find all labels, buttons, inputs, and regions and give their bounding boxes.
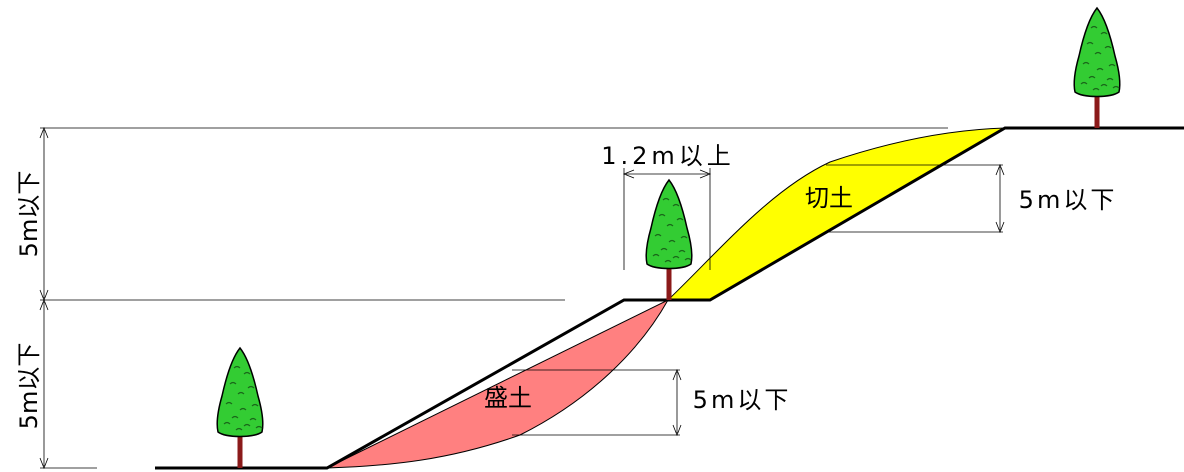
tree-foliage-mark [229, 381, 237, 385]
cut-area [666, 127, 1006, 301]
tree-foliage-mark [1088, 75, 1096, 79]
tree-foliage-mark [1104, 45, 1112, 49]
tree-foliage-mark [235, 427, 243, 431]
fill-label: 盛土 [484, 384, 532, 412]
tree-foliage-mark [662, 197, 670, 201]
tree-foliage-mark [1090, 25, 1098, 29]
tree-foliage-mark [658, 213, 666, 217]
tree-foliage-mark [1100, 83, 1108, 87]
tree-foliage-mark [1082, 61, 1090, 65]
berm-width-label: 1.2m以上 [601, 142, 735, 170]
tree-foliage-mark [664, 259, 672, 263]
cut-label: 切土 [805, 184, 853, 212]
tree-foliage-mark [255, 425, 263, 429]
tree-trunk [237, 430, 243, 468]
tree-foliage-mark [239, 407, 247, 411]
tree-foliage-mark [249, 417, 257, 421]
tree-foliage-mark [1094, 51, 1102, 55]
tree-foliage-mark [1100, 31, 1108, 35]
tree-trunk [666, 262, 672, 300]
tree-foliage-mark [1092, 87, 1100, 91]
tree-foliage-mark [1080, 81, 1088, 85]
fill-height-dimension [512, 368, 682, 437]
tree-icon-middle [645, 178, 693, 300]
cut-height-dimension [826, 163, 1005, 234]
tree-foliage-mark [251, 403, 259, 407]
tree-foliage-mark [666, 223, 674, 227]
tree-foliage-mark [660, 247, 668, 251]
fill-height-label: 5m以下 [693, 386, 792, 414]
tree-foliage-mark [225, 401, 233, 405]
tree-foliage-mark [231, 415, 239, 419]
tree-foliage-mark [243, 371, 251, 375]
cut-height-label: 5m以下 [1019, 186, 1118, 214]
tree-foliage-mark [684, 257, 692, 261]
tree-foliage-mark [243, 423, 251, 427]
tree-foliage-mark [233, 365, 241, 369]
tree-foliage-mark [654, 233, 662, 237]
tree-foliage-mark [237, 391, 245, 395]
tree-foliage-mark [1086, 41, 1094, 45]
tree-foliage-mark [672, 203, 680, 207]
left-top-height-label: 5m以下 [15, 171, 43, 258]
tree-foliage-mark [678, 249, 686, 253]
tree-foliage-mark [1106, 77, 1114, 81]
tree-foliage-mark [676, 217, 684, 221]
tree-trunk [1094, 90, 1100, 128]
tree-foliage-mark [1112, 85, 1120, 89]
tree-icon-bottom [216, 346, 264, 468]
tree-icon-top [1073, 6, 1121, 128]
left-bottom-height-label: 5m以下 [15, 343, 43, 430]
tree-foliage-mark [680, 235, 688, 239]
tree-foliage-mark [223, 421, 231, 425]
berm-width-dimension [622, 168, 712, 270]
tree-foliage-mark [672, 255, 680, 259]
tree-foliage-mark [247, 385, 255, 389]
tree-foliage-mark [1108, 63, 1116, 67]
left-height-dimension [39, 126, 948, 470]
tree-foliage-mark [652, 253, 660, 257]
tree-foliage-mark [1096, 67, 1104, 71]
tree-foliage-mark [668, 239, 676, 243]
